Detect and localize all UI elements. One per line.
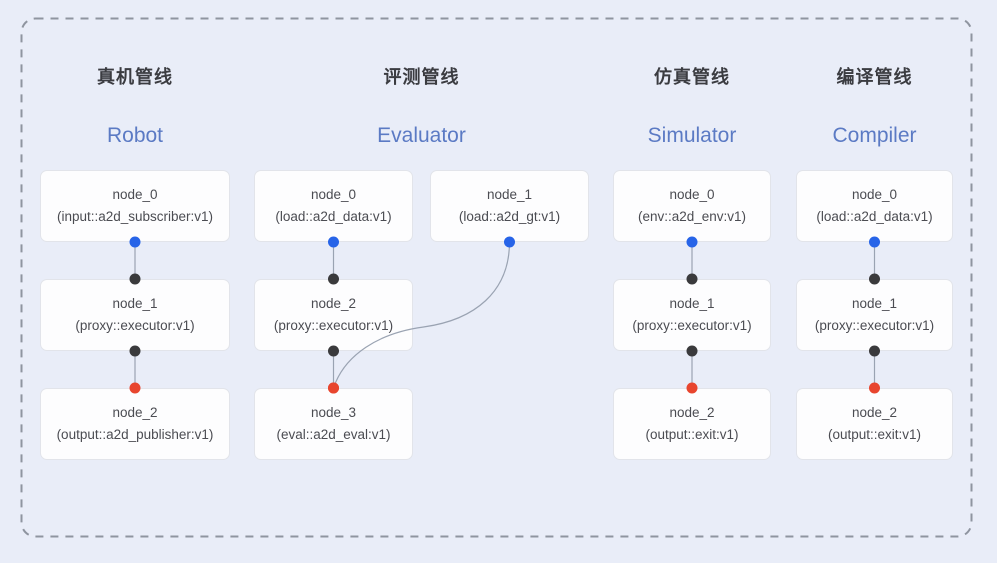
pipeline-title-en-evaluator: Evaluator	[377, 124, 466, 147]
node-type-label: (load::a2d_data:v1)	[816, 208, 933, 224]
node-type-label: (eval::a2d_eval:v1)	[276, 426, 391, 442]
node-name-label: node_2	[669, 405, 715, 421]
node-type-label: (load::a2d_data:v1)	[275, 208, 392, 224]
node-name-label: node_3	[310, 405, 357, 421]
node-box-robot-node_1: node_1(proxy::executor:v1)	[40, 279, 230, 351]
node-type-label: (output::a2d_publisher:v1)	[56, 426, 214, 442]
pipeline-title-zh-simulator: 仿真管线	[654, 67, 730, 87]
node-name-label: node_0	[851, 187, 898, 203]
node-type-label: (proxy::executor:v1)	[75, 317, 195, 333]
node-name-label: node_0	[669, 187, 715, 203]
pipeline-title-en-simulator: Simulator	[647, 124, 737, 147]
node-name-label: node_1	[669, 296, 715, 312]
node-box-evaluator-node_0: node_0(load::a2d_data:v1)	[254, 170, 413, 242]
node-box-compiler-node_2: node_2(output::exit:v1)	[796, 388, 953, 460]
node-box-simulator-node_0: node_0(env::a2d_env:v1)	[613, 170, 771, 242]
node-name-label: node_1	[851, 296, 898, 312]
node-type-label: (proxy::executor:v1)	[632, 317, 752, 333]
node-name-label: node_2	[310, 296, 357, 312]
pipeline-title-zh-evaluator: 评测管线	[383, 67, 460, 87]
node-box-simulator-node_2: node_2(output::exit:v1)	[613, 388, 771, 460]
node-box-compiler-node_0: node_0(load::a2d_data:v1)	[796, 170, 953, 242]
pipeline-title-zh-compiler: 编译管线	[836, 67, 913, 87]
node-box-evaluator-node_1: node_1(load::a2d_gt:v1)	[430, 170, 589, 242]
node-box-evaluator-node_3: node_3(eval::a2d_eval:v1)	[254, 388, 413, 460]
pipeline-title-en-compiler: Compiler	[832, 124, 917, 147]
node-type-label: (load::a2d_gt:v1)	[458, 208, 561, 224]
pipeline-title-zh-robot: 真机管线	[97, 67, 173, 87]
node-box-evaluator-node_2: node_2(proxy::executor:v1)	[254, 279, 413, 351]
node-box-simulator-node_1: node_1(proxy::executor:v1)	[613, 279, 771, 351]
node-type-label: (output::exit:v1)	[645, 426, 739, 442]
node-name-label: node_2	[112, 405, 158, 421]
node-box-robot-node_0: node_0(input::a2d_subscriber:v1)	[40, 170, 230, 242]
node-type-label: (output::exit:v1)	[827, 426, 922, 442]
node-type-label: (proxy::executor:v1)	[273, 317, 394, 333]
node-name-label: node_0	[310, 187, 357, 203]
node-type-label: (env::a2d_env:v1)	[637, 208, 747, 224]
node-name-label: node_1	[486, 187, 533, 203]
node-box-robot-node_2: node_2(output::a2d_publisher:v1)	[40, 388, 230, 460]
node-name-label: node_2	[851, 405, 898, 421]
pipeline-title-en-robot: Robot	[106, 124, 164, 147]
node-type-label: (input::a2d_subscriber:v1)	[56, 208, 214, 224]
node-box-compiler-node_1: node_1(proxy::executor:v1)	[796, 279, 953, 351]
node-type-label: (proxy::executor:v1)	[814, 317, 935, 333]
node-name-label: node_0	[112, 187, 158, 203]
node-name-label: node_1	[112, 296, 158, 312]
